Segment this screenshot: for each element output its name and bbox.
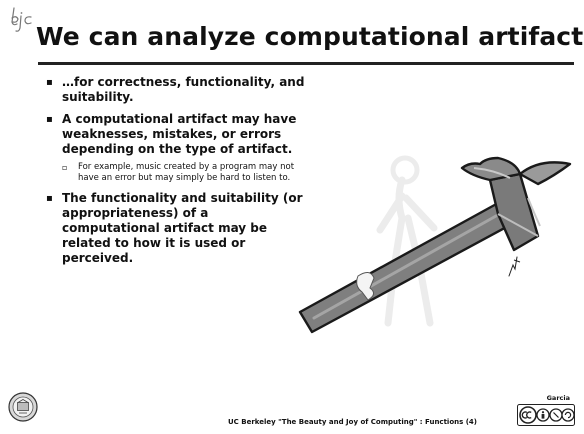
university-seal-icon bbox=[8, 392, 38, 422]
bullet-item: The functionality and suitability (or ap… bbox=[46, 191, 306, 266]
author-name: Garcia bbox=[546, 394, 570, 402]
bullet-list: …for correctness, functionality, and sui… bbox=[46, 75, 306, 273]
hammer-illustration bbox=[298, 155, 572, 334]
slide-footer: UC Berkeley "The Beauty and Joy of Compu… bbox=[228, 418, 477, 426]
bullet-item: …for correctness, functionality, and sui… bbox=[46, 75, 306, 105]
bjc-logo-icon bbox=[11, 7, 32, 32]
bullet-item: A computational artifact may have weakne… bbox=[46, 112, 306, 157]
slide-title: We can analyze computational artifacts… bbox=[36, 22, 584, 51]
sub-bullet-item: For example, music created by a program … bbox=[62, 162, 306, 184]
cc-license-badge-icon bbox=[517, 404, 575, 426]
title-divider bbox=[38, 62, 574, 65]
